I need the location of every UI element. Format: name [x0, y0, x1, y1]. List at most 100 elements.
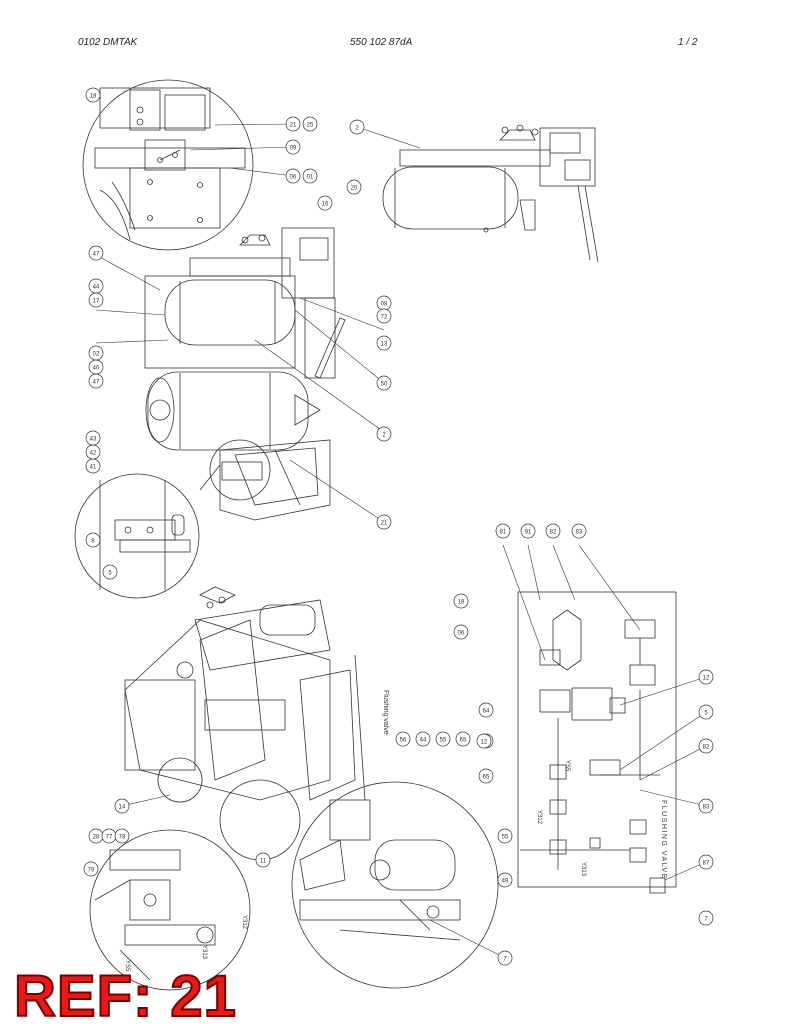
detail-circle-left — [74, 439, 271, 599]
leader-lines — [95, 123, 707, 959]
balloon: 08 — [376, 295, 392, 311]
balloon: 02 — [88, 345, 104, 361]
balloon: 42 — [85, 444, 101, 460]
header-page-number: 1 / 2 — [678, 37, 698, 48]
balloon-label: 44 — [420, 738, 427, 744]
balloon: 56 — [395, 731, 411, 747]
balloon: 11 — [255, 852, 271, 868]
balloon-label: 42 — [90, 451, 97, 457]
balloon: 06 — [285, 168, 301, 184]
y312-label: Y312 — [536, 810, 542, 825]
balloon-label: 43 — [90, 437, 97, 443]
detail-circle-top — [82, 79, 254, 251]
balloon: 81 — [495, 523, 511, 539]
balloon: 20 — [346, 179, 362, 195]
balloon: 18 — [453, 593, 469, 609]
balloon: 49 — [497, 872, 513, 888]
balloon: 50 — [376, 375, 392, 391]
balloon-label: 16 — [322, 202, 329, 208]
balloon-label: 78 — [119, 835, 126, 841]
flushing-valve-schematic-label: FLUSHING VALVE — [660, 800, 667, 880]
balloon: 82 — [698, 738, 714, 754]
detail-circle-bottom-right — [291, 781, 499, 989]
balloon: 64 — [478, 702, 494, 718]
balloon: 21 — [285, 116, 301, 132]
balloon-label: 08 — [381, 302, 388, 308]
balloon: 47 — [88, 245, 104, 261]
pneumatic-schematic — [517, 591, 677, 894]
main-assembly — [144, 227, 346, 521]
balloon-label: 83 — [576, 530, 583, 536]
balloon: 87 — [698, 854, 714, 870]
balloon: 2 — [349, 119, 365, 135]
balloon-label: 18 — [458, 600, 465, 606]
header-part-number: 550 102 87dA — [350, 37, 413, 48]
balloon-label: 47 — [93, 252, 100, 258]
balloon-label: 17 — [93, 299, 100, 305]
balloon: 44 — [415, 731, 431, 747]
ys5-label: YS5 — [564, 760, 570, 772]
balloon: 55 — [497, 828, 513, 844]
balloon: 16 — [317, 195, 333, 211]
balloon-label: 91 — [525, 530, 532, 536]
balloon: 43 — [85, 430, 101, 446]
balloon: 78 — [114, 828, 130, 844]
balloon: 7 — [497, 950, 513, 966]
balloon: 82 — [545, 523, 561, 539]
balloon: 17 — [88, 292, 104, 308]
balloon: 83 — [571, 523, 587, 539]
balloon-label: 49 — [502, 879, 509, 885]
balloon: 14 — [114, 798, 130, 814]
balloon-label: 21 — [381, 521, 388, 527]
balloon: 7 — [698, 910, 714, 926]
balloon-label: 40 — [93, 366, 100, 372]
balloon: 25 — [302, 116, 318, 132]
balloon: 44 — [88, 278, 104, 294]
balloon-label: 28 — [93, 835, 100, 841]
balloon: 72 — [376, 308, 392, 324]
balloon-label: 12 — [481, 740, 488, 746]
balloon-label: 65 — [483, 775, 490, 781]
balloon-label: 09 — [290, 146, 297, 152]
balloon-label: 83 — [703, 805, 710, 811]
balloon: 12 — [698, 669, 714, 685]
detail-circle-bottom-left — [89, 829, 251, 991]
balloon-label: 72 — [381, 315, 388, 321]
flushing-valve-drawing-label: Flushing valve — [382, 690, 389, 735]
balloon: 5 — [698, 704, 714, 720]
balloon: 47 — [88, 373, 104, 389]
balloon-label: 06 — [290, 175, 297, 181]
balloon: 13 — [376, 335, 392, 351]
balloon: 83 — [698, 798, 714, 814]
balloon-label: 87 — [703, 861, 710, 867]
balloon: 18 — [85, 87, 101, 103]
balloon: 5 — [102, 564, 118, 580]
balloon: 8 — [85, 532, 101, 548]
balloon-label: 01 — [307, 175, 314, 181]
balloon-label: 21 — [290, 123, 297, 129]
reference-stamp: REF: 21 — [13, 964, 237, 1029]
balloon-label: 56 — [400, 738, 407, 744]
y313-detail-label: Y313 — [201, 945, 207, 960]
balloon-label: 06 — [458, 631, 465, 637]
balloon-label: 64 — [483, 709, 490, 715]
balloon-label: 5 — [704, 711, 708, 717]
balloon-label: 82 — [550, 530, 557, 536]
balloon: 28 — [88, 828, 104, 844]
balloon-label: 14 — [119, 805, 126, 811]
balloon: 55 — [435, 731, 451, 747]
balloon-label: 50 — [381, 382, 388, 388]
ys5-detail-label: YS5 — [124, 960, 130, 972]
balloon-label: 79 — [88, 868, 95, 874]
balloon: 2 — [376, 426, 392, 442]
balloon-label: 18 — [90, 94, 97, 100]
balloon-label: 2 — [355, 126, 359, 132]
balloon-label: 82 — [703, 745, 710, 751]
balloon: 65 — [478, 768, 494, 784]
balloon-label: 77 — [106, 835, 113, 841]
header-drawing-code: 0102 DMTAK — [78, 37, 138, 48]
balloon-label: 25 — [307, 123, 314, 129]
balloon-label: 55 — [502, 835, 509, 841]
